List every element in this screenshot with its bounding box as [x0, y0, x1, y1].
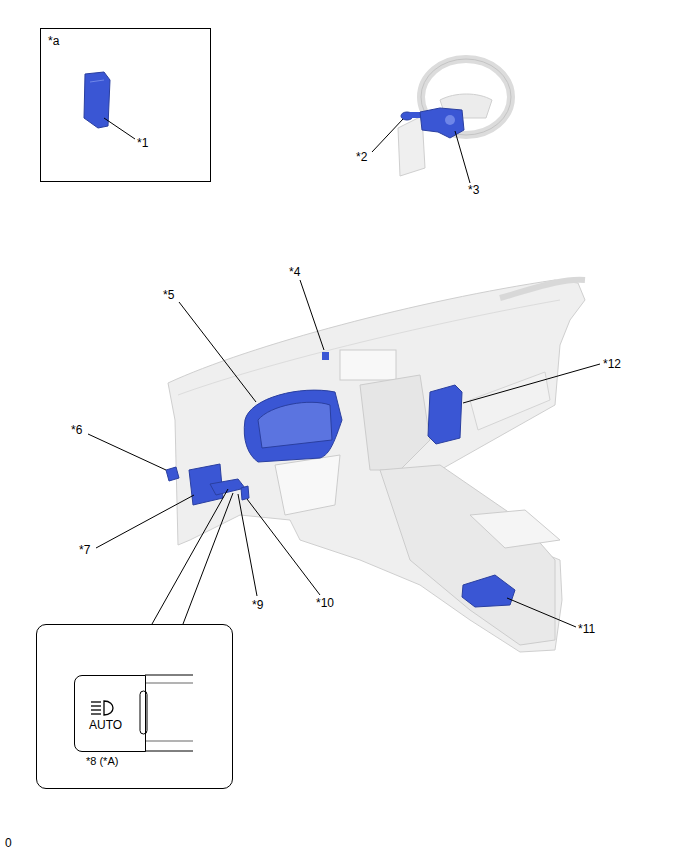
- callout-number: *8 (*A): [86, 754, 118, 768]
- callout-number: *4: [289, 265, 300, 279]
- leader-line: [96, 495, 194, 548]
- leader-line: [152, 489, 228, 624]
- panel-line: [178, 300, 560, 395]
- headlight-switch: [210, 479, 245, 495]
- inset-label: *a: [48, 34, 59, 48]
- combination-switch: [420, 108, 464, 138]
- center-console: [380, 465, 555, 645]
- callout-number: *3: [468, 183, 479, 197]
- connector-part: [166, 467, 179, 481]
- callout-number: *2: [356, 150, 367, 164]
- leader-line: [183, 493, 233, 624]
- switch-face: AUTO: [74, 675, 146, 752]
- leader-line: [179, 302, 256, 402]
- leader-line: [104, 118, 135, 139]
- inset-box: *a *1: [40, 28, 211, 182]
- callout-number: *1: [137, 136, 148, 150]
- panel-edge: [145, 751, 193, 752]
- switch-part: [241, 486, 249, 500]
- page-marker: 0: [5, 836, 12, 850]
- center-cluster: [360, 375, 430, 470]
- ecu-part: [428, 385, 462, 444]
- callout-number: *11: [578, 622, 595, 636]
- inset-callout-box: *8 (*A) AUTO: [36, 624, 233, 789]
- callout-number: *10: [316, 596, 334, 610]
- callout-number: *5: [163, 288, 174, 302]
- sensor-part: [322, 352, 329, 360]
- part-detail: [445, 115, 455, 125]
- armrest: [470, 510, 560, 548]
- part-detail: [90, 80, 104, 82]
- headlight-icon: [91, 701, 113, 715]
- panel-edge: [145, 741, 193, 742]
- column-opening: [275, 455, 340, 515]
- leader-line: [238, 494, 257, 596]
- panel-edge: [145, 683, 193, 684]
- meter-face: [258, 402, 332, 448]
- glove-box: [470, 372, 550, 430]
- leader-line: [507, 598, 576, 627]
- switch-text: AUTO: [89, 718, 122, 732]
- combination-meter: [244, 390, 342, 462]
- leader-line: [300, 280, 324, 350]
- callout-number: *6: [71, 423, 82, 437]
- callout-number: *9: [252, 598, 263, 612]
- leader-line: [455, 131, 470, 183]
- leader-line: [88, 434, 166, 470]
- display: [340, 350, 396, 380]
- pillar: [500, 280, 585, 298]
- leader-line: [247, 499, 320, 595]
- panel-edge: [145, 675, 193, 676]
- callout-number: *7: [79, 543, 90, 557]
- leader-line: [372, 119, 403, 152]
- leader-line: [463, 364, 600, 403]
- ecu-part: [462, 575, 515, 607]
- callout-number: *12: [603, 357, 621, 371]
- instrument-panel: [168, 280, 585, 652]
